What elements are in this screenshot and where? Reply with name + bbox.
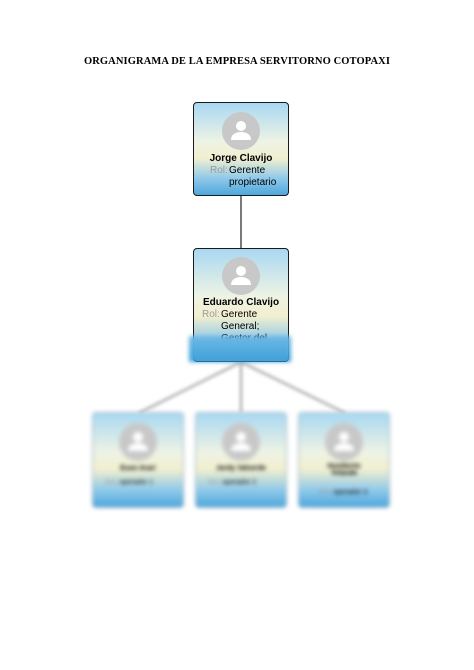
role-label: Rol: (319, 489, 332, 496)
node-role: Gerente propietario (229, 165, 277, 188)
node-name: Humberto Yelande (327, 463, 361, 477)
user-avatar-icon (119, 423, 157, 461)
node-role: operador 2 (222, 479, 257, 486)
blurred-region (189, 336, 291, 362)
user-avatar-icon (222, 423, 260, 461)
connector-manager-op1 (138, 360, 242, 415)
role-label: Rol: (208, 479, 221, 486)
user-avatar-icon (222, 112, 260, 150)
node-role: operador 3 (333, 489, 368, 496)
node-card-root: Jorge Clavijo Rol: Gerente propietario (193, 102, 289, 196)
node-name: Eson Arari (120, 465, 156, 472)
node-role: operador 1 (119, 479, 154, 486)
role-label: Rol: (105, 479, 118, 486)
role-label: Rol: (202, 309, 220, 320)
user-avatar-icon (222, 257, 260, 295)
node-card-op1: Eson Arari Rol: operador 1 (92, 412, 184, 508)
role-label: Rol: (210, 165, 228, 176)
node-card-op3: Humberto Yelande Rol: operador 3 (298, 412, 390, 508)
user-avatar-icon (325, 423, 363, 461)
connector-manager-op3 (240, 360, 346, 415)
node-name: Eduardo Clavijo (202, 297, 280, 308)
node-card-op2: Jordy Valverde Rol: operador 2 (195, 412, 287, 508)
page-title: ORGANIGRAMA DE LA EMPRESA SERVITORNO COT… (83, 56, 391, 67)
node-name: Jordy Valverde (216, 465, 266, 472)
node-name: Jorge Clavijo (209, 153, 273, 164)
